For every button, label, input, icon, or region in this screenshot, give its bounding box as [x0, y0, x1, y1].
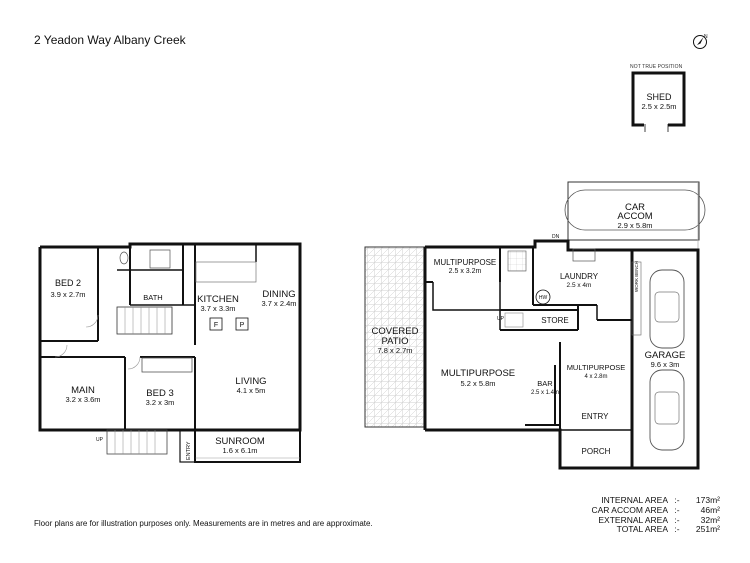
room-bar-name: BAR [537, 379, 553, 388]
hot-water-label: HW [539, 295, 548, 301]
room-bed3-size: 3.2 x 3m [146, 398, 175, 407]
room-patio-size: 7.8 x 2.7m [377, 346, 412, 355]
room-garage-size: 9.6 x 3m [651, 360, 680, 369]
area-row-external: EXTERNAL AREA :- 32m² [560, 514, 720, 526]
disclaimer-text: Floor plans are for illustration purpose… [34, 519, 373, 528]
room-bath-name: BATH [143, 293, 162, 302]
area-row-car-accom: CAR ACCOM AREA :- 46m² [560, 504, 720, 516]
area-value: 251m² [695, 524, 720, 535]
room-bed3-name: BED 3 [146, 388, 173, 399]
room-car-accom-name: CAR [625, 202, 645, 213]
room-multipurpose3-name: MULTIPURPOSE [567, 363, 626, 372]
room-car-accom-name2: ACCOM [617, 211, 652, 222]
room-kitchen-size: 3.7 x 3.3m [200, 304, 235, 313]
shed-size: 2.5 x 2.5m [641, 102, 676, 111]
shed-note: NOT TRUE POSITION [630, 64, 683, 70]
area-row-internal: INTERNAL AREA :- 173m² [560, 495, 720, 506]
shed-label: SHED [646, 92, 672, 102]
stair-up-label-lower: UP [497, 316, 505, 322]
area-value: 46m² [700, 504, 720, 515]
room-multipurpose1-size: 2.5 x 3.2m [449, 268, 482, 275]
area-summary: INTERNAL AREA :- 173m² CAR ACCOM AREA :-… [560, 495, 720, 535]
room-living-size: 4.1 x 5m [237, 386, 266, 395]
stair-up-label: UP [96, 437, 104, 443]
stair-down-label: DN [552, 234, 560, 240]
work-bench-label: WORK BENCH [634, 261, 639, 292]
room-multipurpose2-size: 5.2 x 5.8m [460, 379, 495, 388]
room-patio-name: COVERED [372, 326, 419, 337]
room-main-name: MAIN [71, 385, 95, 396]
room-entry-right-name: ENTRY [582, 412, 610, 421]
room-multipurpose3-size: 4 x 2.8m [584, 374, 607, 380]
shed: SHED 2.5 x 2.5m [631, 71, 686, 132]
room-bar-size: 2.5 x 1.4m [531, 390, 559, 396]
fridge-label: F [214, 322, 218, 329]
room-living-name: LIVING [235, 376, 266, 387]
room-store-name: STORE [541, 316, 568, 325]
room-dining-name: DINING [262, 289, 295, 300]
lower-floor-plan: HW UP DN WORK BENCH COVERED PATIO 7.8 x … [364, 181, 706, 470]
room-multipurpose1-name: MULTIPURPOSE [434, 258, 497, 267]
north-arrow-icon: N [693, 34, 708, 49]
area-separator: :- [674, 524, 680, 535]
area-value: 173m² [695, 495, 720, 505]
room-bed2-size: 3.9 x 2.7m [50, 290, 85, 299]
room-bed2-name: BED 2 [55, 278, 81, 288]
room-main-size: 3.2 x 3.6m [65, 395, 100, 404]
area-row-total: TOTAL AREA :- 251m² [560, 525, 720, 535]
room-patio-name2: PATIO [381, 336, 408, 347]
property-address: 2 Yeadon Way Albany Creek [34, 33, 186, 47]
area-separator: :- [674, 504, 680, 515]
room-car-accom-size: 2.9 x 5.8m [617, 221, 652, 230]
upper-floor-plan: F P UP BED 2 3.9 x 2.7m BATH KITCHEN 3.7… [38, 242, 302, 463]
car-icon [649, 369, 685, 451]
room-dining-size: 3.7 x 2.4m [261, 299, 296, 308]
room-garage-name: GARAGE [645, 350, 686, 361]
room-porch-name: PORCH [582, 447, 611, 456]
compass-letter: N [704, 34, 708, 40]
room-entry-left-name: ENTRY [186, 441, 192, 460]
area-separator: :- [674, 495, 680, 505]
area-label: TOTAL AREA [616, 524, 668, 535]
room-laundry-size: 2.5 x 4m [567, 282, 592, 289]
room-kitchen-name: KITCHEN [197, 294, 239, 305]
room-sunroom-size: 1.6 x 6.1m [222, 446, 257, 455]
area-label: INTERNAL AREA [601, 495, 668, 505]
room-multipurpose2-name: MULTIPURPOSE [441, 368, 515, 379]
room-sunroom-name: SUNROOM [215, 436, 265, 447]
car-icon [649, 269, 685, 349]
area-label: EXTERNAL AREA [598, 514, 668, 525]
area-value: 32m² [700, 514, 720, 525]
area-label: CAR ACCOM AREA [591, 504, 668, 515]
pantry-label: P [240, 322, 245, 329]
area-separator: :- [674, 514, 680, 525]
room-laundry-name: LAUNDRY [560, 272, 599, 281]
